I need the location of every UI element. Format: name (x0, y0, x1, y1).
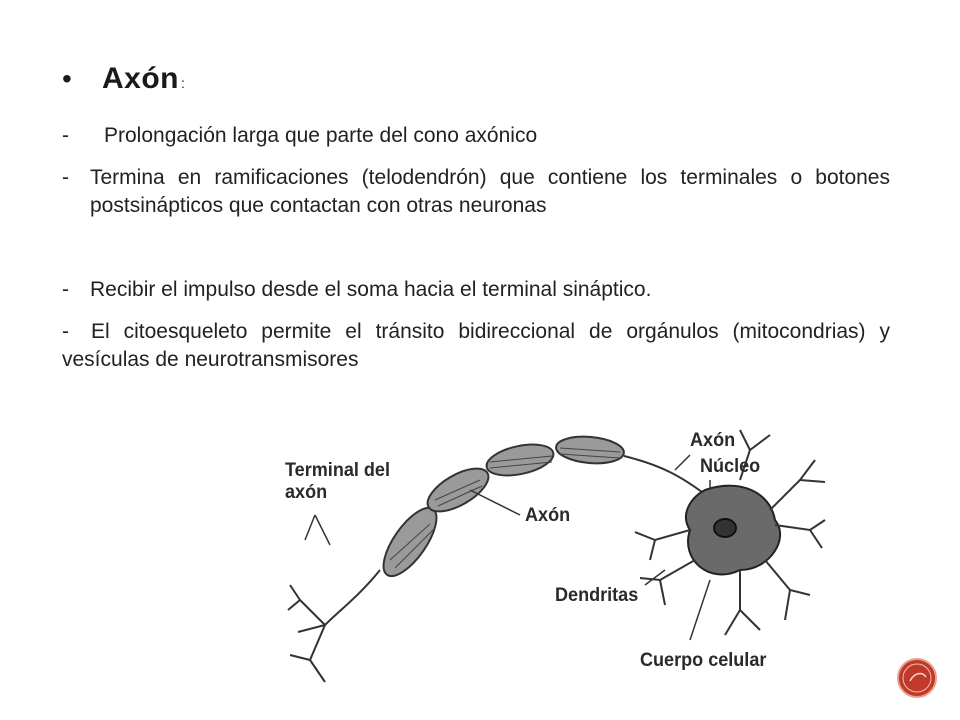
list-item: - Prolongación larga que parte del cono … (62, 122, 902, 150)
label-axon-top: Axón (690, 430, 736, 451)
dash-marker: - (62, 278, 69, 301)
label-terminal-text: Terminal del axón (285, 460, 390, 503)
dash-marker: - (62, 166, 69, 189)
list-item-text: El citoesqueleto permite el tránsito bid… (62, 320, 914, 371)
title-row: • Axón : (62, 62, 185, 110)
dash-marker: - (62, 320, 69, 343)
slide-title: Axón (102, 62, 179, 95)
dash-marker: - (62, 124, 69, 147)
list-item: - Termina en ramificaciones (telodendrón… (62, 164, 890, 220)
list-item-text: Prolongación larga que parte del cono ax… (104, 124, 538, 147)
label-terminal-axon: Terminal del axón (285, 460, 399, 504)
presentation-logo-icon (897, 658, 937, 698)
list-item: - Recibir el impulso desde el soma hacia… (62, 276, 890, 304)
label-dendrites: Dendritas (555, 585, 639, 606)
list-item-text-wrap: -El citoesqueleto permite el tránsito bi… (62, 318, 890, 374)
neuron-illustration (287, 429, 826, 683)
label-nucleus: Núcleo (700, 456, 761, 477)
list-item-text: Recibir el impulso desde el soma hacia e… (90, 278, 652, 301)
neuron-figure: Terminal del axón Axón Núcleo Axón Dendr… (270, 420, 830, 700)
list-item: -El citoesqueleto permite el tránsito bi… (62, 318, 890, 374)
title-colon: : (181, 75, 185, 91)
label-cell-body: Cuerpo celular (640, 650, 767, 671)
list-item-text: Termina en ramificaciones (telodendrón) … (90, 166, 890, 217)
label-axon-mid: Axón (525, 505, 571, 526)
bullet-icon: • (62, 63, 72, 94)
